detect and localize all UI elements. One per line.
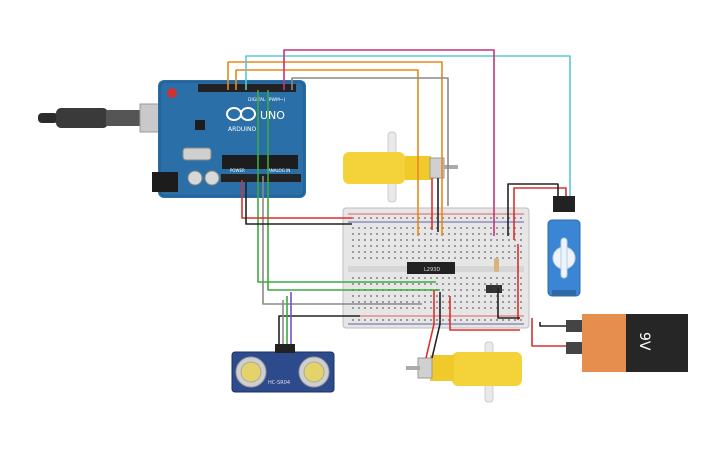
dc-motor-top	[343, 131, 458, 203]
wire-green-2	[267, 90, 440, 291]
wire-servo-red	[513, 187, 567, 240]
wire-cyan	[245, 55, 571, 196]
breadboard-holes	[352, 217, 522, 321]
wire-black-right	[497, 288, 520, 319]
wire-green-1	[257, 90, 436, 283]
sensor-label: HC-SR04	[268, 380, 290, 386]
wire-gray	[291, 77, 449, 206]
analog-label: ANALOG IN	[268, 168, 290, 173]
motor-driver-chip: L293D	[407, 262, 455, 274]
dc-motor-bottom	[406, 341, 522, 403]
wire-black-main	[245, 180, 352, 225]
power-analog-header	[221, 174, 301, 182]
arduino-board: ARDUINO UNO DIGITAL (PWM~) POWER ANALOG …	[152, 80, 306, 198]
servo-motor	[547, 196, 581, 297]
resistor	[494, 258, 499, 272]
arduino-logo-text: ARDUINO	[228, 126, 257, 133]
power-jack	[152, 172, 178, 192]
reset-button	[167, 88, 177, 98]
wire-red-bottom	[449, 296, 520, 331]
driver-chip-label: L293D	[424, 267, 440, 273]
wire-sensor-black	[278, 315, 360, 344]
battery-label: 9V	[636, 332, 652, 351]
power-label: POWER	[230, 168, 245, 173]
switch-component	[486, 285, 502, 293]
wire-orange-2	[235, 69, 419, 236]
wire-motor-bottom-red	[425, 290, 435, 359]
wire-magenta	[283, 49, 495, 236]
battery-9v: 9V	[566, 314, 688, 372]
wire-motor-bottom-black	[431, 292, 441, 359]
wire-red-main	[241, 180, 352, 219]
usb-cable	[38, 103, 171, 133]
wire-battery-red	[531, 318, 566, 347]
infinity-icon	[226, 107, 256, 121]
atmega-chip	[222, 155, 298, 169]
wires	[227, 49, 571, 359]
wire-servo-black	[507, 183, 559, 236]
wire-orange-1	[227, 61, 443, 236]
digital-header	[198, 84, 296, 92]
digital-label: DIGITAL (PWM~)	[248, 97, 286, 103]
arduino-model-text: UNO	[260, 109, 285, 122]
wire-battery-black	[539, 322, 566, 327]
ultrasonic-sensor: HC-SR04	[231, 344, 335, 393]
